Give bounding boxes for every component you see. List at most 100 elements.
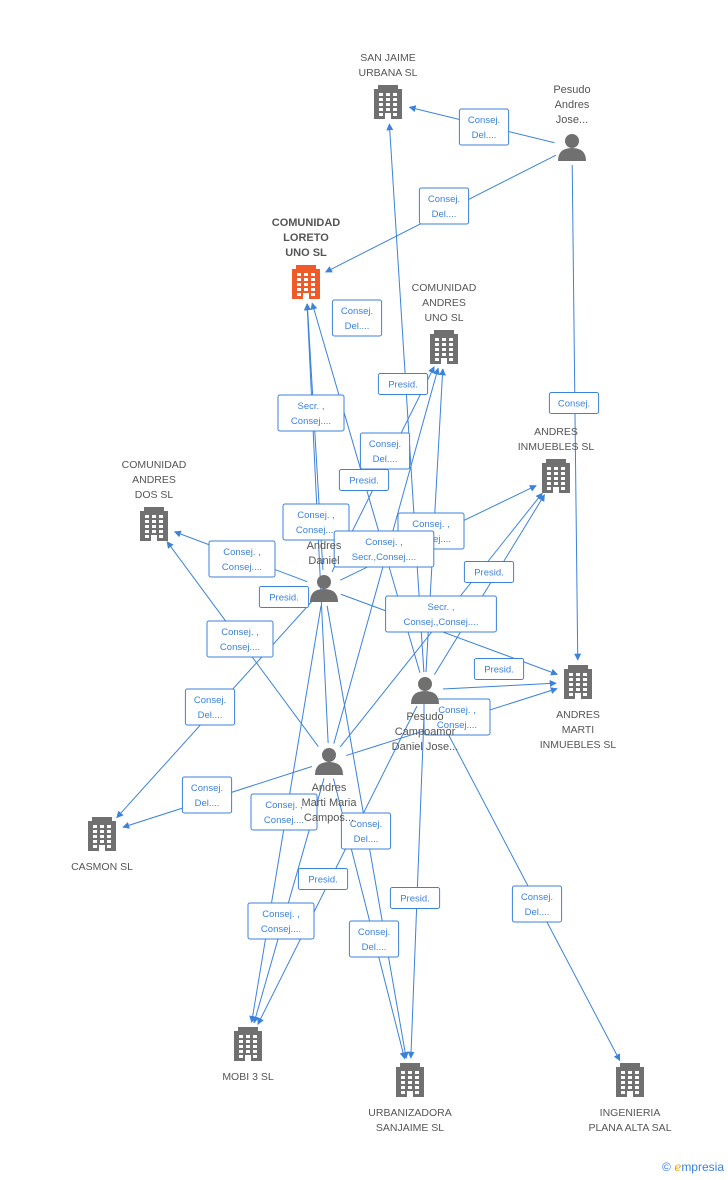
role-label[interactable]: Consej.Del.... bbox=[359, 432, 411, 470]
building-icon bbox=[234, 1027, 262, 1061]
node-label-line: MARTI bbox=[562, 724, 594, 736]
building-icon bbox=[616, 1063, 644, 1097]
node-label: CASMON SL bbox=[71, 861, 133, 873]
building-icon bbox=[430, 330, 458, 364]
role-label[interactable]: Presid. bbox=[463, 561, 515, 583]
role-label-text: Consej.... bbox=[296, 525, 336, 536]
person-icon bbox=[310, 575, 338, 602]
role-label[interactable]: Presid. bbox=[377, 373, 429, 395]
role-label[interactable]: Consej. ,Consej.... bbox=[208, 540, 276, 578]
role-label-box bbox=[208, 540, 276, 578]
node-label-line: SAN JAIME bbox=[360, 52, 415, 64]
role-label[interactable]: Consej.Del.... bbox=[181, 776, 233, 814]
role-label[interactable]: Secr. ,Consej.,Consej.... bbox=[385, 595, 497, 633]
role-label-box bbox=[385, 595, 497, 633]
role-label-box bbox=[340, 812, 392, 850]
role-label-text: Del.... bbox=[345, 321, 370, 332]
role-label[interactable]: Consej.Del.... bbox=[340, 812, 392, 850]
role-label-text: Consej.,Consej.... bbox=[404, 617, 479, 628]
role-label[interactable]: Consej. , Consej.... bbox=[282, 503, 350, 541]
building-icon bbox=[88, 817, 116, 851]
role-label[interactable]: Consej.Del.... bbox=[458, 108, 510, 146]
role-label-text: Del.... bbox=[195, 798, 220, 809]
role-label-text: Consej. , bbox=[223, 547, 261, 558]
node-label-line: ANDRES bbox=[422, 297, 466, 309]
node-label-line: Andres bbox=[312, 782, 347, 794]
role-label[interactable]: Presid. bbox=[338, 469, 390, 491]
role-label-text: Presid. bbox=[484, 665, 514, 676]
role-label-box bbox=[511, 885, 563, 923]
node-label-line: Andres bbox=[555, 99, 590, 111]
role-label[interactable]: Consej. ,Consej.... bbox=[206, 620, 274, 658]
watermark[interactable]: © empresia bbox=[662, 1160, 724, 1174]
person-icon bbox=[411, 677, 439, 704]
role-label[interactable]: Consej. ,Secr.,Consej.... bbox=[333, 530, 435, 568]
role-label-text: Del.... bbox=[198, 710, 223, 721]
role-label[interactable]: Consej. ,Consej.... bbox=[247, 902, 315, 940]
company-node-ainm[interactable]: ANDRES INMUEBLES SL bbox=[518, 426, 595, 493]
role-label-text: Consej.... bbox=[220, 642, 260, 653]
node-label-line: LORETO bbox=[283, 232, 329, 244]
role-label[interactable]: Consej. ,Consej.... bbox=[250, 793, 318, 831]
role-label-box bbox=[359, 432, 411, 470]
role-label[interactable]: Presid. bbox=[389, 887, 441, 909]
role-label[interactable]: Consej.Del.... bbox=[511, 885, 563, 923]
building-icon bbox=[374, 85, 402, 119]
node-label-line: INMUEBLES SL bbox=[540, 739, 617, 751]
role-label-box bbox=[297, 868, 349, 890]
role-label-text: Consej. , bbox=[297, 510, 335, 521]
role-label[interactable]: Consej.Del.... bbox=[331, 299, 383, 337]
role-label[interactable]: Presid. bbox=[473, 658, 525, 680]
node-label-line: DOS SL bbox=[135, 489, 174, 501]
node-label-line: ANDRES bbox=[534, 426, 578, 438]
person-icon bbox=[558, 134, 586, 161]
role-label[interactable]: Presid. bbox=[258, 586, 310, 608]
role-label-text: Consej. bbox=[194, 695, 226, 706]
role-label-box bbox=[331, 299, 383, 337]
role-label-box bbox=[277, 394, 345, 432]
role-label-text: Presid. bbox=[308, 875, 338, 886]
role-label[interactable]: Consej.Del.... bbox=[418, 187, 470, 225]
role-label-box bbox=[463, 561, 515, 583]
role-label[interactable]: Consej. ,Consej.... bbox=[423, 698, 491, 736]
node-label: MOBI 3 SL bbox=[222, 1071, 274, 1083]
edge-pesudocamp-to-mobi3 bbox=[257, 705, 418, 1025]
node-label-line: Daniel Jose... bbox=[392, 741, 459, 753]
role-label-text: Consej.... bbox=[261, 924, 301, 935]
node-label-line: URBANA SL bbox=[359, 67, 418, 79]
role-label[interactable]: Secr. ,Consej.... bbox=[277, 394, 345, 432]
person-node-pesudo[interactable]: PesudoAndresJose... bbox=[553, 84, 591, 161]
role-label-text: Consej. bbox=[521, 892, 553, 903]
node-label-line: INMUEBLES SL bbox=[518, 441, 595, 453]
node-label-line: CASMON SL bbox=[71, 861, 133, 873]
node-label-line: UNO SL bbox=[424, 312, 463, 324]
building-icon bbox=[564, 665, 592, 699]
role-label-text: Consej. , bbox=[365, 537, 403, 548]
role-label[interactable]: Presid. bbox=[297, 868, 349, 890]
node-label-line: SANJAIME SL bbox=[376, 1122, 444, 1134]
role-label-box bbox=[458, 108, 510, 146]
company-node-mobi3[interactable]: MOBI 3 SL bbox=[222, 1027, 274, 1083]
company-node-casmon[interactable]: CASMON SL bbox=[71, 817, 133, 873]
role-label[interactable]: Consej. bbox=[548, 392, 600, 414]
node-label-line: MOBI 3 SL bbox=[222, 1071, 274, 1083]
role-label[interactable]: Consej. Del.... bbox=[184, 688, 236, 726]
node-label-line: ANDRES bbox=[132, 474, 176, 486]
role-label-box bbox=[206, 620, 274, 658]
role-label[interactable]: Consej.Del.... bbox=[348, 920, 400, 958]
company-node-sanjaime[interactable]: SAN JAIME URBANA SL bbox=[359, 52, 418, 119]
node-label-line: Daniel bbox=[308, 555, 339, 567]
role-label-text: Presid. bbox=[474, 568, 504, 579]
role-label-box bbox=[181, 776, 233, 814]
